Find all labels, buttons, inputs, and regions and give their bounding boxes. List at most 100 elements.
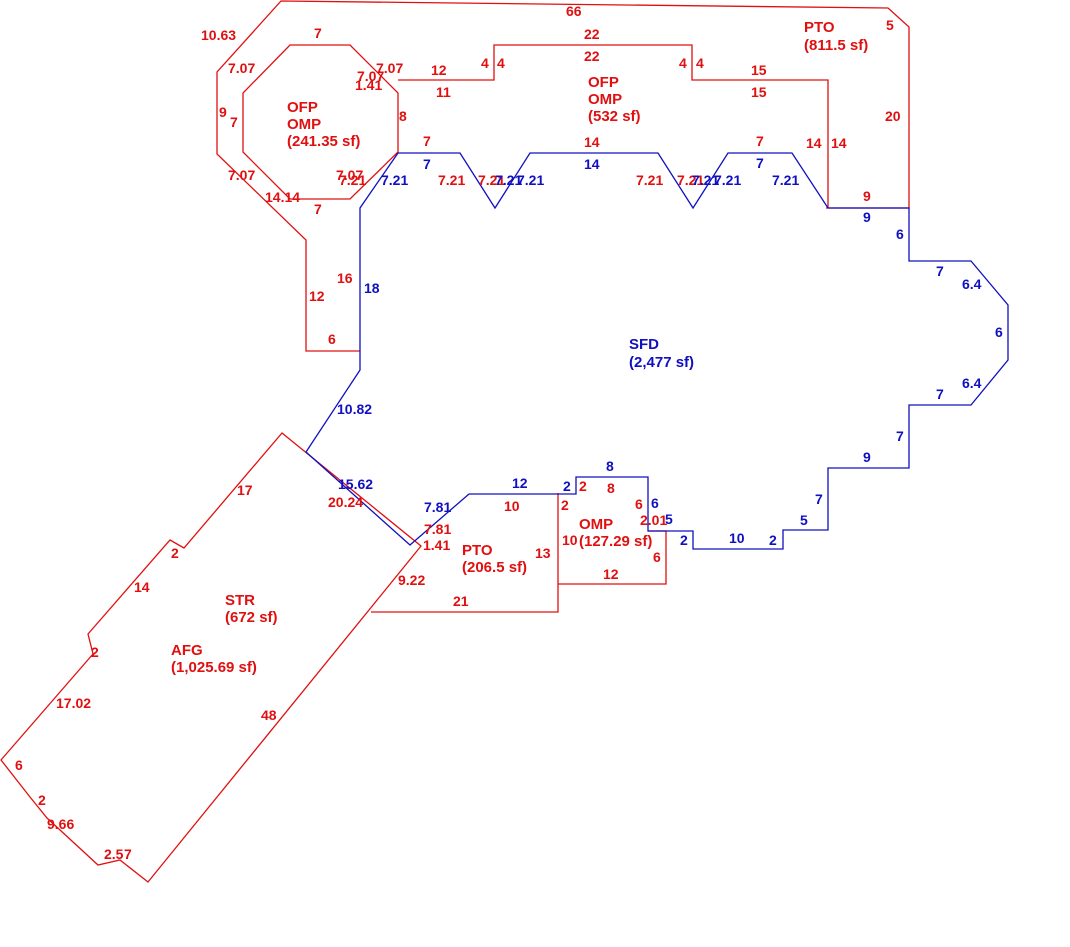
- dim-label: 14.14: [265, 189, 300, 205]
- octagon-area: (241.35 sf): [287, 133, 360, 150]
- dim-label: 7: [423, 156, 431, 172]
- dim-label: 14: [584, 134, 600, 150]
- dim-label: 7.21: [381, 172, 408, 188]
- dim-label: 20.24: [328, 494, 363, 510]
- dim-label: 10: [729, 530, 745, 546]
- dim-label: 7.21: [339, 172, 366, 188]
- dim-label: 12: [603, 566, 619, 582]
- dim-label: 66: [566, 3, 582, 19]
- dim-label: 2: [769, 532, 777, 548]
- dim-label: 10.63: [201, 27, 236, 43]
- dim-label: 21: [453, 593, 469, 609]
- dim-label: 20: [885, 108, 901, 124]
- dim-label: 2.5: [104, 846, 124, 862]
- dim-label: 11: [436, 84, 451, 100]
- dim-label: 2: [171, 545, 179, 561]
- octagon-outline: [242, 44, 399, 200]
- dim-label: 1.41: [423, 537, 450, 553]
- dim-label: 5: [886, 17, 894, 33]
- dim-label: 10.82: [337, 401, 372, 417]
- dim-label: 4: [497, 55, 505, 71]
- dim-label: 8: [607, 480, 615, 496]
- dim-label: 17: [237, 482, 253, 498]
- omp-top-area: (532 sf): [588, 108, 641, 125]
- dim-label: 9.22: [398, 572, 425, 588]
- str-name: STR: [225, 592, 255, 609]
- dim-label: 15.62: [338, 476, 373, 492]
- dim-label: 7.21: [772, 172, 799, 188]
- dim-label: 7: [756, 133, 764, 149]
- pto-small-name: PTO: [462, 542, 493, 559]
- omp-top-name1: OFP: [588, 74, 619, 91]
- dim-label: 9.66: [47, 816, 74, 832]
- dim-label: 48: [261, 707, 277, 723]
- dim-label: 5: [800, 512, 808, 528]
- dim-label: 7: [314, 201, 322, 217]
- dim-label: 15: [751, 84, 767, 100]
- dim-label: 22: [584, 26, 600, 42]
- dim-label: 7.21: [438, 172, 465, 188]
- dim-label: 6: [15, 757, 23, 773]
- blue-dimension-labels: 7.21 7.21 7.21 7.21 7.21 7.21 7 7 14 9 6…: [337, 155, 1003, 548]
- dim-label: 7: [815, 491, 823, 507]
- dim-label: 14: [831, 135, 847, 151]
- dim-label: 4: [481, 55, 489, 71]
- sfd-outline: [305, 152, 1009, 550]
- dim-label: 15: [751, 62, 767, 78]
- pto-top-name: PTO: [804, 19, 835, 36]
- dim-label: 2: [91, 644, 99, 660]
- dim-label: 14: [806, 135, 822, 151]
- dim-label: 13: [535, 545, 551, 561]
- octagon-name2: OMP: [287, 116, 321, 133]
- dim-label: 1.41: [355, 77, 382, 93]
- dim-label: 18: [364, 280, 380, 296]
- omp-top-name2: OMP: [588, 91, 622, 108]
- dim-label: 7.21: [478, 172, 505, 188]
- dim-label: 7: [936, 263, 944, 279]
- dim-label: 2: [561, 497, 569, 513]
- dim-label: 9: [863, 449, 871, 465]
- dim-label: 6: [651, 495, 659, 511]
- dim-label: 2.01: [640, 512, 667, 528]
- dim-label: 6: [328, 331, 336, 347]
- pto-top-area: (811.5 sf): [804, 37, 868, 54]
- dim-label: 12: [431, 62, 447, 78]
- dim-label: 2: [579, 478, 587, 494]
- dim-label: 9: [219, 104, 227, 120]
- dim-label: 7.21: [692, 172, 719, 188]
- dim-label: 7: [896, 428, 904, 444]
- dim-label: 7.07: [228, 167, 255, 183]
- omp-small-name: OMP: [579, 516, 613, 533]
- dim-label: 14: [584, 156, 600, 172]
- str-area: (672 sf): [225, 609, 278, 626]
- pto-small-area: (206.5 sf): [462, 559, 527, 576]
- area-labels: PTO (811.5 sf) OFP OMP (532 sf) OFP OMP …: [171, 19, 868, 676]
- dim-label: 7.21: [677, 172, 704, 188]
- afg-name: AFG: [171, 642, 203, 659]
- dim-label: 7: [756, 155, 764, 171]
- dim-label: 9: [863, 209, 871, 225]
- str-afg-outline: [0, 432, 422, 883]
- afg-area: (1,025.69 sf): [171, 659, 257, 676]
- omp-small-area: (127.29 sf): [579, 533, 652, 550]
- dim-label: 10: [504, 498, 520, 514]
- dim-label: 9: [863, 188, 871, 204]
- dim-label: 7.07: [357, 68, 384, 84]
- dim-label: 6: [653, 549, 661, 565]
- dim-label: 7: [314, 25, 322, 41]
- dim-label: 7.21: [495, 172, 522, 188]
- dim-label: 16: [337, 270, 353, 286]
- pto-top-outline: [216, 0, 910, 352]
- dim-label: 2: [563, 478, 571, 494]
- red-outlines: [0, 0, 910, 883]
- sfd-area: (2,477 sf): [629, 354, 694, 371]
- dim-label: 6: [635, 496, 643, 512]
- dim-label: 10: [562, 532, 578, 548]
- dim-label: 6.4: [962, 375, 982, 391]
- omp-top-outline: [398, 44, 829, 208]
- dim-label: 7.81: [424, 499, 451, 515]
- dim-label: 6.4: [962, 276, 982, 292]
- dim-label: 7.07: [336, 167, 363, 183]
- dim-label: 7.21: [636, 172, 663, 188]
- dim-label: 22: [584, 48, 600, 64]
